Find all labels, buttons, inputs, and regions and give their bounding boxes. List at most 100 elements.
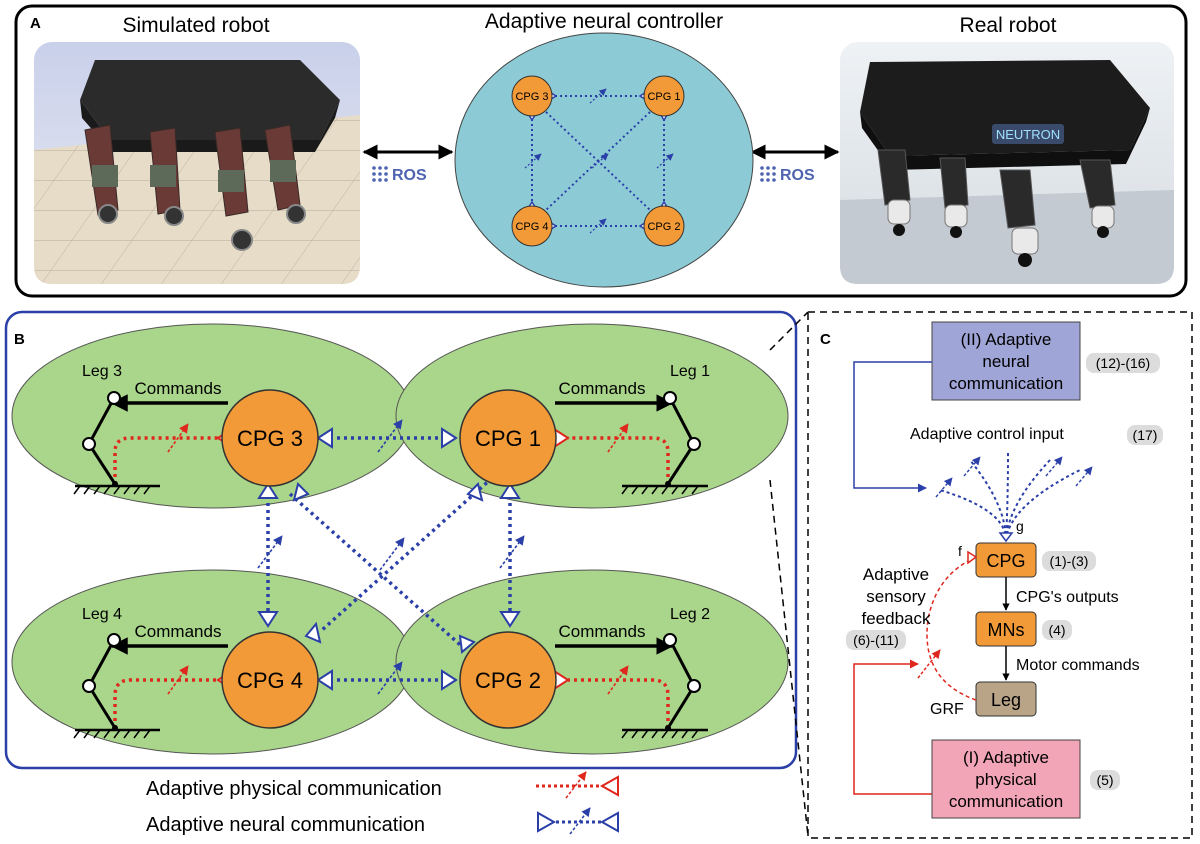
motor-commands-label: Motor commands [1016, 657, 1140, 674]
c-leg-box [975, 681, 1037, 717]
commands-label-leg2: Commands [559, 622, 646, 641]
unit-ellipse-cpg1 [395, 323, 789, 509]
mns-eq-label: (4) [1048, 622, 1065, 638]
panel-a-letter: A [30, 15, 41, 32]
simulated-robot-image [34, 42, 360, 284]
neural-synapses [257, 427, 521, 691]
ros-dots-left-icon [372, 166, 388, 182]
panel-c-frame [807, 311, 1193, 839]
cpg-eq-badge [1042, 551, 1096, 571]
commands-label-leg3: Commands [135, 379, 222, 398]
cpg4-node [221, 631, 319, 729]
neural-link-arrows [257, 419, 525, 695]
mini-cpg2-label: CPG 2 [647, 221, 680, 233]
neural-comm-box [931, 321, 1081, 401]
unit-ellipse-cpg3 [11, 323, 413, 509]
commands-label-leg4: Commands [135, 622, 222, 641]
mini-cpg2-node [643, 205, 685, 247]
grf-label: GRF [930, 701, 964, 718]
legend-physical-label: Adaptive physical communication [146, 778, 442, 800]
mini-cpg3-label: CPG 3 [515, 91, 548, 103]
mini-cpg1-label: CPG 1 [647, 91, 680, 103]
legend-physical-icon [536, 771, 619, 799]
leg1-icon [621, 391, 708, 495]
cpg2-label: CPG 2 [475, 668, 541, 693]
legend-neural-icon [537, 807, 619, 835]
mini-cpg4-node [511, 205, 553, 247]
ros-label-left: ROS [392, 167, 427, 184]
sensory-eq-badge [846, 630, 906, 650]
neural-comm-line3: communication [949, 374, 1063, 393]
c-leg-label: Leg [991, 690, 1021, 710]
panel-c: C (II) Adaptive neural communication (12… [807, 311, 1193, 839]
legend: Adaptive physical communication Adaptive… [146, 771, 619, 836]
control-eq-label: (17) [1133, 427, 1158, 443]
sensory-line1: Adaptive [863, 565, 929, 584]
control-input-fan [939, 451, 1081, 541]
neural-comm-line [853, 361, 932, 493]
physical-comm-line [853, 659, 932, 795]
controller-ellipse [454, 32, 754, 288]
mns-label: MNs [988, 620, 1025, 640]
control-eq-badge [1127, 425, 1163, 445]
leg4-icon [73, 633, 160, 739]
zoom-line-top [769, 311, 809, 351]
legend-neural-label: Adaptive neural communication [146, 814, 425, 836]
real-robot-image: NEUTRON [840, 42, 1174, 284]
sim-robot-title: Simulated robot [122, 14, 269, 37]
leg3-label: Leg 3 [82, 363, 122, 380]
sensory-line2: sensory [866, 587, 926, 606]
commands-label-leg1: Commands [559, 379, 646, 398]
physical-comm-line3: communication [949, 792, 1063, 811]
sensory-eq-label: (6)-(11) [853, 632, 899, 648]
physical-comm-box [931, 739, 1081, 819]
leg1-label: Leg 1 [670, 363, 710, 380]
panel-b: B [4, 310, 798, 770]
cpg2-node [459, 631, 557, 729]
physical-feedback-paths [113, 436, 670, 728]
controller-network: CPG 3 CPG 1 CPG 4 CPG 2 [454, 32, 754, 288]
cpg-input-synapse [998, 532, 1014, 543]
c-cpg-label: CPG [986, 551, 1025, 571]
neural-eq-badge [1086, 353, 1160, 373]
cpg1-node [459, 389, 557, 487]
sensory-feedback-path [926, 556, 977, 701]
panel-b-letter: B [14, 331, 25, 348]
control-input-arrows [935, 456, 1093, 498]
sensory-synapse [967, 550, 978, 565]
physical-comm-line2: physical [975, 770, 1036, 789]
leg4-label: Leg 4 [82, 606, 122, 623]
unit-ellipse-cpg4 [11, 569, 413, 755]
sensory-line3: feedback [862, 609, 931, 628]
physical-comm-line1: (I) Adaptive [963, 748, 1049, 767]
panel-a-frame [14, 4, 1188, 298]
panel-c-letter: C [820, 331, 831, 348]
neural-comm-line1: (II) Adaptive [961, 330, 1052, 349]
g-label: g [1016, 518, 1024, 534]
neural-eq-label: (12)-(16) [1096, 355, 1150, 371]
mini-cpg4-label: CPG 4 [515, 221, 548, 233]
cpg3-node [221, 389, 319, 487]
cpg4-label: CPG 4 [237, 668, 303, 693]
cpg1-label: CPG 1 [475, 426, 541, 451]
robot-badge: NEUTRON [996, 127, 1060, 142]
cpg-eq-label: (1)-(3) [1050, 553, 1089, 569]
leg2-icon [621, 633, 708, 739]
cpg3-label: CPG 3 [237, 426, 303, 451]
neural-comm-line2: neural [982, 352, 1029, 371]
panel-b-frame [4, 310, 798, 770]
physical-feedback-arrows [167, 423, 629, 695]
leg2-label: Leg 2 [670, 606, 710, 623]
controller-title: Adaptive neural controller [485, 10, 723, 33]
sensory-adapt-arrow [917, 649, 941, 679]
unit-ellipse-cpg2 [395, 569, 789, 755]
physical-eq-badge [1090, 770, 1120, 790]
f-label: f [958, 543, 962, 559]
mini-cpg3-node [511, 75, 553, 117]
mns-eq-badge [1042, 620, 1072, 640]
leg3-icon [73, 391, 160, 495]
control-input-label: Adaptive control input [910, 426, 1064, 443]
ros-dots-right-icon [760, 166, 776, 182]
ros-label-right: ROS [780, 167, 815, 184]
